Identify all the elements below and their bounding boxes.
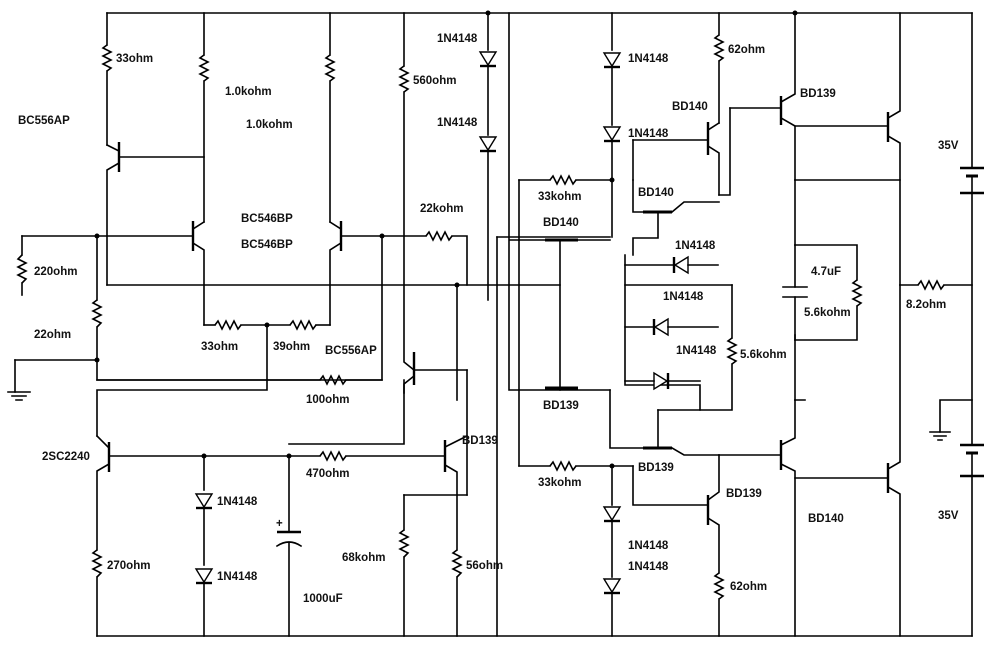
resistor-1k-b [324, 54, 336, 82]
resistor-33ohm-mid [214, 319, 242, 331]
label-bc556a: BC556AP [18, 115, 70, 127]
label-r1ka: 1.0kohm [225, 86, 272, 98]
label-bd139top: BD139 [800, 88, 836, 100]
label-dtopb: 1N4148 [437, 117, 478, 129]
label-dlowb: 1N4148 [217, 571, 258, 583]
label-bd140pre: BD140 [672, 101, 708, 113]
label-r470: 470ohm [306, 468, 349, 480]
resistor-33k-bot [549, 460, 577, 472]
diode-low-b [194, 568, 214, 584]
label-r39: 39ohm [273, 341, 310, 353]
label-v-top: 35V [938, 140, 959, 152]
label-c1000: 1000uF [303, 593, 343, 605]
label-bd140left: BD140 [543, 217, 579, 229]
label-r62bot: 62ohm [730, 581, 767, 593]
label-r82: 8.2ohm [906, 299, 946, 311]
diode-upper-b [602, 126, 622, 142]
resistor-22ohm [91, 299, 103, 328]
label-r5k6b: 5.6kohm [804, 307, 851, 319]
label-r56: 56ohm [466, 560, 503, 572]
diode-top-a [478, 51, 498, 67]
resistor-8-2ohm [917, 279, 945, 291]
label-r33top: 33ohm [116, 53, 153, 65]
label-bd139left: BD139 [543, 400, 579, 412]
label-dbiasb: 1N4148 [663, 291, 704, 303]
diode-bias-a [673, 255, 689, 275]
svg-text:+: + [276, 518, 283, 530]
resistor-62ohm-bot [713, 572, 725, 600]
resistor-22kohm [425, 230, 453, 242]
label-dbiasa: 1N4148 [675, 240, 716, 252]
diode-low-d [602, 578, 622, 594]
diode-bias-c [653, 371, 669, 391]
diode-upper-a [602, 52, 622, 68]
label-r33mid: 33ohm [201, 341, 238, 353]
resistor-39ohm [289, 319, 317, 331]
label-bd139vas: BD139 [462, 435, 498, 447]
diode-bias-b [653, 317, 669, 337]
label-bc556b: BC556AP [325, 345, 377, 357]
resistor-270ohm [91, 549, 103, 578]
label-r100: 100ohm [306, 394, 349, 406]
label-r22k: 22kohm [420, 203, 463, 215]
label-r5k6a: 5.6kohm [740, 349, 787, 361]
resistor-1k-a [198, 54, 210, 82]
label-dlowa: 1N4148 [217, 496, 258, 508]
resistor-68kohm [398, 529, 410, 558]
resistor-56ohm [451, 549, 463, 578]
label-r560: 560ohm [413, 75, 456, 87]
label-2sc2240: 2SC2240 [42, 451, 90, 463]
label-r1kb: 1.0kohm [246, 119, 293, 131]
label-bc546b: BC546BP [241, 239, 293, 251]
label-dbiasc: 1N4148 [676, 345, 717, 357]
label-bc546a: BC546BP [241, 213, 293, 225]
component-labels: 33ohm BC556AP 1.0kohm 1.0kohm 560ohm 1N4… [18, 33, 959, 605]
diode-low-c [602, 506, 622, 522]
label-v-bottom: 35V [938, 510, 959, 522]
resistor-560ohm [398, 65, 410, 93]
diode-low-a [194, 493, 214, 509]
label-r270: 270ohm [107, 560, 150, 572]
label-c4u7: 4.7uF [811, 266, 841, 278]
resistor-470ohm [319, 450, 347, 462]
label-r33ktop: 33kohm [538, 191, 581, 203]
label-dtopa: 1N4148 [437, 33, 478, 45]
label-bd140mid: BD140 [638, 187, 674, 199]
label-bd139drv: BD139 [726, 488, 762, 500]
resistor-5k6-a [726, 337, 738, 365]
vas-stage [379, 10, 611, 637]
label-r22: 22ohm [34, 329, 71, 341]
output-stage [509, 10, 984, 637]
supply-rails [96, 12, 973, 637]
label-dupb: 1N4148 [628, 128, 669, 140]
current-source: + [91, 379, 446, 637]
resistor-220ohm [16, 254, 28, 284]
label-dupa: 1N4148 [628, 53, 669, 65]
label-dlowc: 1N4148 [628, 540, 669, 552]
label-dlowd: 1N4148 [628, 561, 669, 573]
input-stage [7, 12, 561, 437]
label-bd140out: BD140 [808, 513, 844, 525]
resistor-33ohm-top [101, 44, 113, 72]
label-r62top: 62ohm [728, 44, 765, 56]
label-r33kbot: 33kohm [538, 477, 581, 489]
label-bd139mid: BD139 [638, 462, 674, 474]
resistor-33k-top [549, 174, 577, 186]
label-r220: 220ohm [34, 266, 77, 278]
label-r68k: 68kohm [342, 552, 385, 564]
resistor-100ohm [319, 374, 347, 386]
resistor-5k6-b [851, 279, 863, 307]
diode-top-b [478, 136, 498, 152]
resistor-62ohm-top [713, 34, 725, 62]
